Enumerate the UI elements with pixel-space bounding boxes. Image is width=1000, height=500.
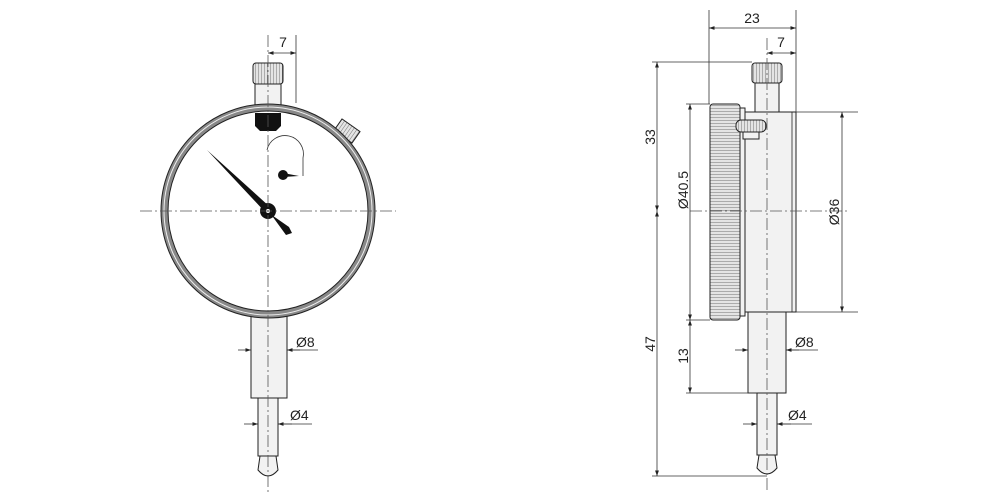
dim-side-stem-diameter: Ø8 (795, 334, 814, 350)
dim-side-bottom-height: 47 (642, 336, 658, 352)
front-view: 7 Ø8 Ø4 (140, 34, 396, 492)
dim-front-spindle-diameter: Ø4 (290, 407, 309, 423)
dim-side-stem-length: 13 (675, 348, 691, 364)
revolution-counter-scale (266, 135, 304, 176)
dim-side-body-diameter: Ø36 (826, 199, 842, 226)
dim-side-spindle-diameter: Ø4 (788, 407, 807, 423)
dim-side-bezel-diameter: Ø40.5 (675, 171, 691, 209)
dim-side-plunger-offset: 7 (777, 34, 785, 50)
counter-hand (283, 173, 299, 177)
side-lock-screw (735, 119, 767, 133)
dim-side-total-depth: 23 (744, 10, 760, 26)
dim-front-plunger-offset: 7 (279, 34, 287, 50)
main-hand (207, 150, 270, 213)
stem (250, 309, 288, 399)
side-bezel (709, 103, 741, 321)
dim-side-top-height: 33 (642, 129, 658, 145)
dim-front-stem-diameter: Ø8 (296, 334, 315, 350)
side-view: 23 7 33 47 Ø40.5 13 Ø36 Ø8 Ø4 (642, 10, 858, 490)
